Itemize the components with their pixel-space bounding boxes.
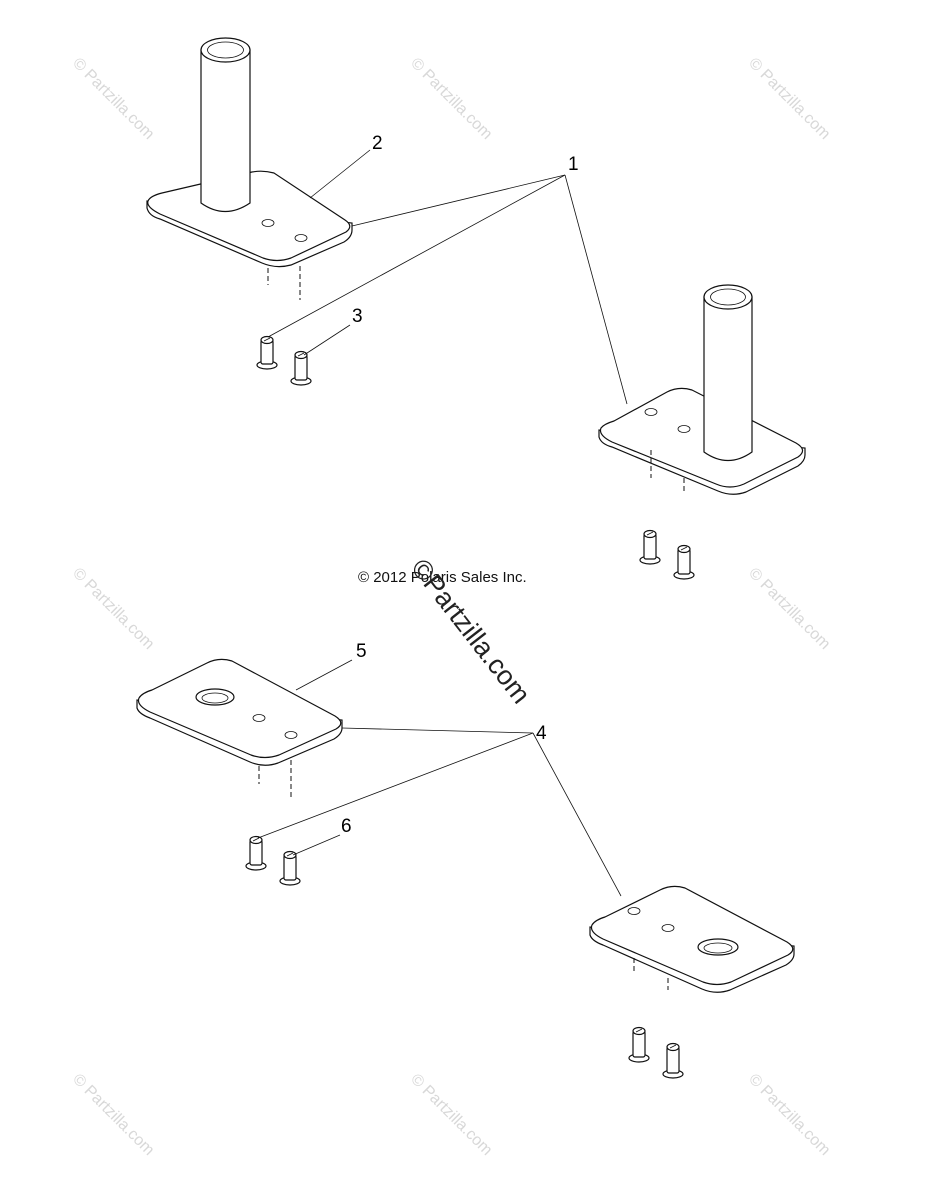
- watermark-tr: © Partzilla.com: [745, 55, 833, 143]
- rivet-a: [256, 335, 278, 370]
- rivet-g: [628, 1026, 650, 1063]
- rivet-pair-bottom-right: [628, 1026, 684, 1079]
- callout-5: 5: [356, 641, 367, 662]
- callout-1: 1: [568, 154, 579, 175]
- callout-labels: 1 2 3 4 5 6: [341, 133, 579, 837]
- post-bracket-left: [146, 37, 353, 300]
- rivet-pair-top-right: [639, 529, 695, 580]
- watermark-bl: © Partzilla.com: [69, 1071, 157, 1159]
- callout-6: 6: [341, 816, 352, 837]
- watermark-tc: © Partzilla.com: [407, 55, 495, 143]
- watermark-br: © Partzilla.com: [745, 1071, 833, 1159]
- watermark-ml: © Partzilla.com: [69, 565, 157, 653]
- copyright-text: © 2012 Polaris Sales Inc.: [358, 569, 527, 586]
- rivet-c: [639, 529, 661, 565]
- callout-4: 4: [536, 723, 547, 744]
- rivet-f: [279, 850, 301, 886]
- rivet-pair-top-left: [256, 335, 312, 386]
- rivet-e: [245, 835, 267, 871]
- rivet-pair-bottom-left: [245, 835, 301, 886]
- flat-plate-right: [589, 885, 795, 993]
- flat-plate-left: [136, 658, 343, 800]
- watermark-tl: © Partzilla.com: [69, 55, 157, 143]
- watermark-mr: © Partzilla.com: [745, 565, 833, 653]
- callout-3: 3: [352, 306, 363, 327]
- post-bracket-right: [598, 284, 806, 495]
- leader-lines: [257, 149, 628, 897]
- rivet-d: [673, 544, 695, 580]
- watermark-bc: © Partzilla.com: [407, 1071, 495, 1159]
- rivet-h: [662, 1042, 684, 1079]
- callout-2: 2: [372, 133, 383, 154]
- rivet-b: [290, 350, 312, 386]
